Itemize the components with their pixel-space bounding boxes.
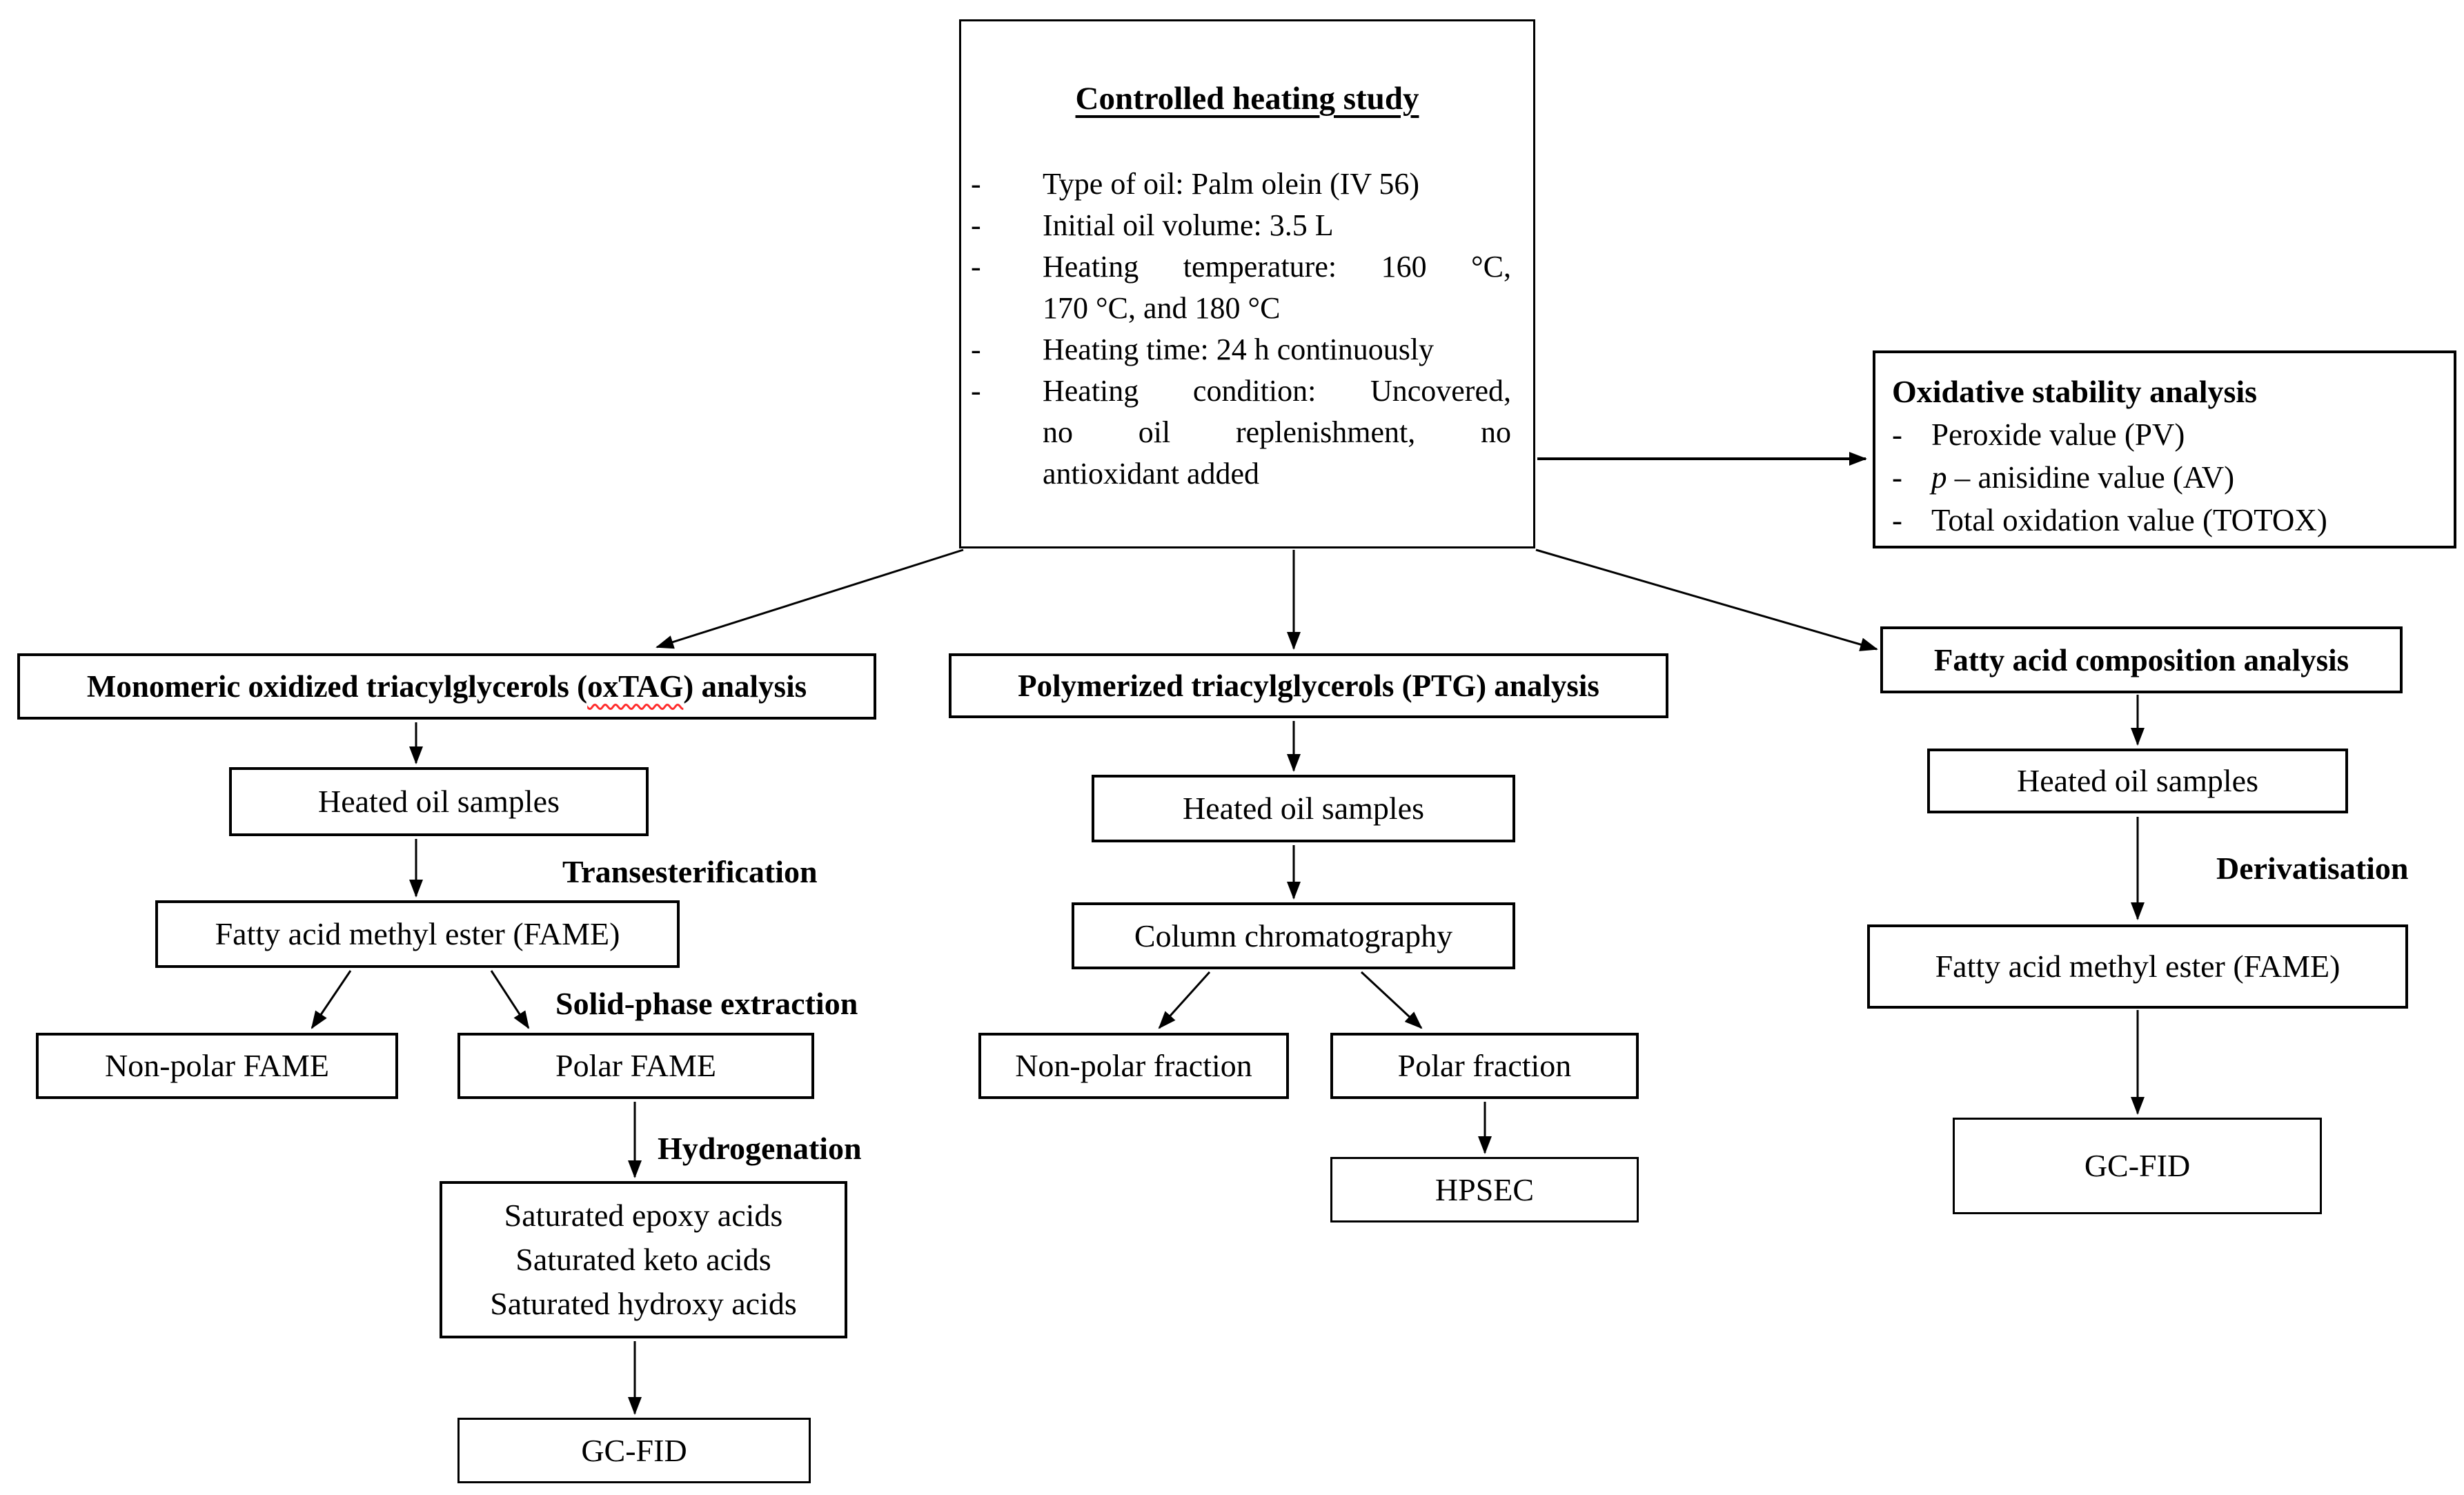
oxidative-item-totox: - Total oxidation value (TOTOX)	[1892, 499, 2447, 542]
oxidative-title: Oxidative stability analysis	[1892, 374, 2258, 409]
bullet-dash: -	[1892, 503, 1902, 537]
gcfid-box-right: GC-FID	[1953, 1118, 2322, 1214]
study-title: Controlled heating study	[1075, 81, 1419, 117]
arrow-topbox-to-fac-header	[1535, 548, 1878, 651]
bullet-dash: -	[971, 374, 981, 408]
bullet-dash: -	[971, 167, 981, 201]
bullet-dash: -	[971, 333, 981, 366]
heated-oil-samples-box-right: Heated oil samples	[1927, 749, 2348, 813]
saturated-epoxy-line: Saturated epoxy acids	[504, 1198, 783, 1233]
bullet-dash: -	[971, 208, 981, 242]
bullet-dash: -	[1892, 417, 1902, 452]
fac-analysis-header-box: Fatty acid composition analysis	[1880, 626, 2403, 693]
oxidative-stability-box: Oxidative stability analysis - Peroxide …	[1873, 350, 2456, 548]
arrow-fame-to-polar-fame	[490, 970, 530, 1029]
nonpolar-fame-box: Non-polar FAME	[36, 1033, 398, 1099]
bullet-heating-condition: - Heating condition: Uncovered, no oil r…	[961, 370, 1533, 495]
arrow-column-to-nonpolar-fraction	[1158, 971, 1211, 1029]
bullet-oil-type: - Type of oil: Palm olein (IV 56)	[961, 164, 1533, 205]
nonpolar-fraction-box: Non-polar fraction	[978, 1033, 1289, 1099]
bullet-heating-time: - Heating time: 24 h continuously	[961, 329, 1533, 370]
arrow-column-to-polar-fraction	[1360, 971, 1423, 1029]
study-bullet-list: - Type of oil: Palm olein (IV 56) - Init…	[961, 164, 1533, 495]
transesterification-label: Transesterification	[562, 854, 818, 889]
column-chromatography-box: Column chromatography	[1072, 902, 1515, 969]
polar-fraction-box: Polar fraction	[1330, 1033, 1639, 1099]
fame-box-left: Fatty acid methyl ester (FAME)	[155, 900, 680, 968]
heated-oil-samples-box-left: Heated oil samples	[229, 767, 649, 836]
bullet-oil-volume: - Initial oil volume: 3.5 L	[961, 205, 1533, 246]
ptg-analysis-header-box: Polymerized triacylglycerols (PTG) analy…	[949, 653, 1668, 718]
oxidative-item-av: - p – anisidine value (AV)	[1892, 456, 2447, 499]
polar-fame-box: Polar FAME	[457, 1033, 814, 1099]
controlled-heating-study-box: Controlled heating study - Type of oil: …	[959, 19, 1535, 548]
bullet-heating-temperature: - Heating temperature: 160 °C, 170 °C, a…	[961, 246, 1533, 329]
hydrogenation-label: Hydrogenation	[658, 1131, 862, 1166]
hpsec-box: HPSEC	[1330, 1157, 1639, 1222]
arrow-topbox-to-oxtag-header	[656, 548, 964, 649]
fame-box-right: Fatty acid methyl ester (FAME)	[1867, 924, 2408, 1009]
oxtag-analysis-header-box: Monomeric oxidized triacylglycerols (oxT…	[17, 653, 876, 720]
derivatisation-label: Derivatisation	[2216, 851, 2409, 886]
bullet-dash: -	[1892, 460, 1902, 495]
arrow-fame-to-nonpolar-fame	[311, 970, 352, 1029]
saturated-hydroxy-line: Saturated hydroxy acids	[490, 1286, 797, 1321]
oxtag-spellcheck-underline: oxTAG	[587, 669, 684, 704]
saturated-keto-line: Saturated keto acids	[515, 1242, 771, 1277]
gcfid-box-left: GC-FID	[457, 1418, 811, 1483]
heated-oil-samples-box-middle: Heated oil samples	[1092, 775, 1515, 842]
saturated-acids-box: Saturated epoxy acids Saturated keto aci…	[440, 1181, 847, 1338]
oxtag-header-label: Monomeric oxidized triacylglycerols (oxT…	[86, 669, 807, 704]
bullet-dash: -	[971, 250, 981, 284]
solid-phase-extraction-label: Solid-phase extraction	[555, 986, 858, 1021]
oxidative-item-pv: - Peroxide value (PV)	[1892, 413, 2447, 456]
